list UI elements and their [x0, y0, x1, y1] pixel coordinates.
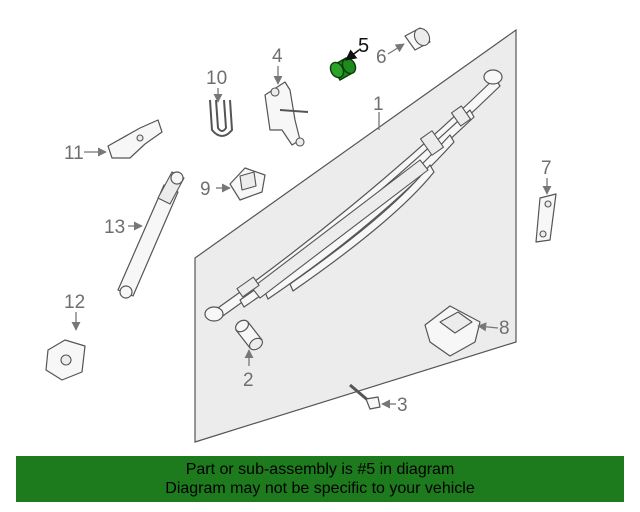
callout-4: 4	[272, 46, 283, 67]
sleeve-bushing-part[interactable]	[404, 26, 433, 51]
u-bolt-part[interactable]	[209, 99, 234, 137]
shock-mount-part[interactable]	[45, 339, 86, 381]
callout-7: 7	[541, 158, 552, 179]
leader-6	[387, 43, 405, 55]
callout-6: 6	[376, 47, 387, 68]
bump-stop-part[interactable]	[229, 167, 266, 201]
callout-2: 2	[243, 370, 254, 391]
shackle-part[interactable]	[264, 81, 309, 147]
leader-5	[345, 49, 360, 61]
banner-line-2: Diagram may not be specific to your vehi…	[165, 480, 475, 497]
callout-9: 9	[200, 179, 211, 200]
parts-diagram: 1 2 3 4 5 6 7 8 9 10 11 12 13	[45, 26, 557, 443]
leader-8	[477, 322, 499, 332]
bushing-part[interactable]	[233, 318, 264, 352]
bolt-part[interactable]	[349, 383, 381, 410]
callout-5: 5	[358, 35, 369, 57]
callout-12: 12	[64, 292, 85, 313]
mounting-bracket-part[interactable]	[107, 119, 163, 159]
callout-13: 13	[104, 217, 125, 238]
callout-8: 8	[499, 318, 510, 339]
highlighted-bushing-part[interactable]	[328, 56, 358, 81]
callout-11: 11	[64, 143, 84, 164]
leaf-spring-part[interactable]	[204, 69, 503, 322]
callout-10: 10	[206, 68, 227, 89]
bracket-plate-part[interactable]	[535, 193, 557, 243]
banner-line-1: Part or sub-assembly is #5 in diagram	[185, 461, 455, 478]
shock-absorber-part[interactable]	[117, 171, 185, 299]
spring-seat-part[interactable]	[424, 305, 481, 357]
callout-3: 3	[397, 395, 408, 416]
callout-1: 1	[373, 94, 384, 115]
info-banner: Part or sub-assembly is #5 in diagram Di…	[16, 456, 624, 502]
